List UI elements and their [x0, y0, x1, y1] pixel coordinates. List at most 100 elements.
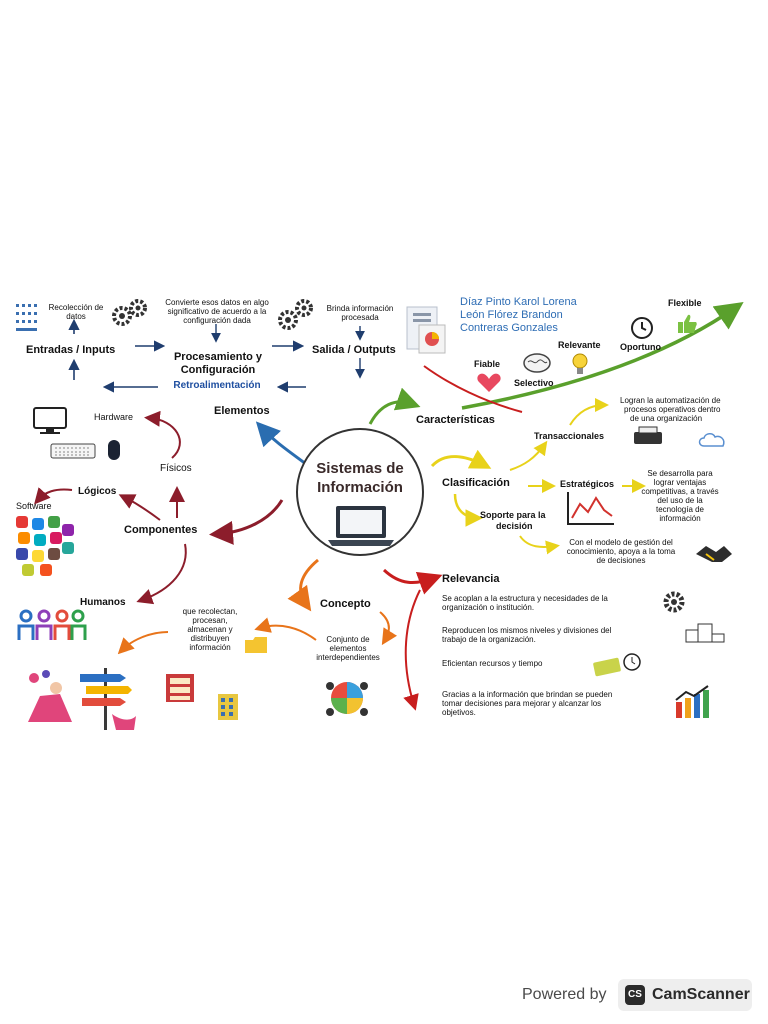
- gear-icon: [663, 591, 685, 613]
- soporte-note-line3: de decisiones: [596, 556, 646, 565]
- relevancia-item2-line1: Reproducen los mismos niveles y division…: [442, 626, 612, 635]
- arrow-note-to-humanos-note: [254, 617, 317, 641]
- salida-label: Salida / Outputs: [312, 344, 396, 356]
- arrow-to-logicos: [118, 494, 161, 521]
- brain-icon: [523, 353, 551, 373]
- arrow-logicos-to-software: [34, 487, 73, 505]
- elementos-label: Elementos: [214, 405, 270, 417]
- estr-note-line4: del uso de la: [657, 496, 703, 505]
- podium-icon: [685, 623, 725, 643]
- filing-cabinet-icon: [166, 674, 194, 702]
- soporte-label-line2: decisión: [496, 521, 533, 531]
- estrategicos-label: Estratégicos: [560, 479, 615, 489]
- handshake-icon: [696, 546, 732, 562]
- arrow-concepto-to-note: [379, 611, 398, 646]
- arrow-to-elementos: [255, 421, 307, 466]
- concepto-note-line3: interdependientes: [316, 653, 380, 662]
- building-icon: [218, 694, 238, 720]
- relevancia-item4-line3: objetivos.: [442, 708, 476, 717]
- arrow-to-soporte: [453, 493, 483, 527]
- estr-note-line6: información: [659, 514, 701, 523]
- estr-note-line1: Se desarrolla para: [647, 469, 713, 478]
- keyboard-icon: [50, 443, 96, 459]
- printer-icon: [634, 426, 662, 444]
- bar-growth-icon: [675, 685, 709, 718]
- concepto-label: Concepto: [320, 598, 371, 610]
- arrow-to-transaccionales: [509, 440, 548, 471]
- soporte-label-line1: Soporte para la: [480, 510, 546, 520]
- soporte-note-line1: Con el modelo de gestión del: [569, 538, 673, 547]
- app-icons-icon: [16, 516, 74, 576]
- humanos-note-line4: distribuyen: [190, 634, 230, 643]
- people-icon: [17, 609, 87, 640]
- proc-note-line2: significativo de acuerdo a la: [167, 307, 267, 316]
- retro-label: Retroalimentación: [173, 380, 261, 391]
- arrow-to-caracteristicas: [368, 387, 421, 425]
- author-2: León Flórez Brandon: [460, 309, 563, 321]
- monitor-icon: [33, 407, 67, 434]
- clock-icon: [631, 317, 653, 339]
- folder-icon: [245, 637, 267, 653]
- author-3: Contreras Gonzales: [460, 322, 558, 334]
- relevancia-label: Relevancia: [442, 573, 500, 585]
- relevancia-item1-line2: organización o institución.: [442, 603, 535, 612]
- arrow-to-humanos: [136, 543, 187, 605]
- arrow-to-concepto: [287, 558, 319, 612]
- estr-note-line5: tecnología de: [655, 505, 705, 514]
- caracteristicas-label: Características: [416, 414, 495, 426]
- proc-note-line1: Convierte esos datos en algo: [165, 298, 269, 307]
- software-label: Software: [16, 501, 52, 511]
- arrow-to-relevancia: [382, 568, 443, 595]
- heart-icon: [477, 373, 501, 392]
- caract-fiable: Fiable: [474, 359, 501, 369]
- trans-note-line3: de una organización: [630, 414, 703, 423]
- estr-note-line3: competitivas, a través: [641, 487, 719, 496]
- fisicos-label: Físicos: [160, 463, 192, 474]
- humanos-note-line1: que recolectan,: [182, 607, 238, 616]
- trans-note-line2: procesos operativos dentro: [624, 405, 721, 414]
- gears-icon-2: [278, 299, 313, 330]
- hardware-label: Hardware: [94, 412, 134, 422]
- soporte-note-line2: conocimiento, apoya a la toma: [566, 547, 676, 556]
- trans-note-line1: Logran la automatización de: [620, 396, 721, 405]
- estr-note-line2: lograr ventajas: [653, 478, 707, 487]
- arrow-humanos-note-to-images: [117, 631, 169, 655]
- camscanner-logo-icon: CS: [625, 985, 645, 1005]
- clasificacion-label: Clasificación: [442, 477, 510, 489]
- caract-relevante: Relevante: [558, 340, 601, 350]
- money-clock-icon: [593, 653, 641, 677]
- humanos-label: Humanos: [80, 597, 126, 608]
- red-underline: [423, 365, 523, 413]
- lightbulb-icon: [572, 353, 588, 374]
- entradas-label: Entradas / Inputs: [26, 344, 116, 356]
- puzzle-people-icon: [326, 682, 368, 716]
- arrow-relevancia-items: [403, 589, 421, 711]
- relevancia-item1-line1: Se acoplan a la estructura y necesidades…: [442, 594, 608, 603]
- proc-label-line2: Configuración: [180, 364, 256, 376]
- proc-note-line3: configuración dada: [183, 316, 251, 325]
- entradas-note-line1: Recolección de: [48, 303, 104, 312]
- thumbs-up-icon: [678, 314, 697, 333]
- camscanner-brand: CamScanner: [652, 986, 750, 1003]
- humanos-note-line2: procesan,: [192, 616, 228, 625]
- arrow-trans-to-note: [569, 398, 609, 426]
- entradas-note-line2: datos: [66, 312, 86, 321]
- center-title-line2: Información: [317, 479, 403, 496]
- transaccionales-label: Transaccionales: [534, 431, 605, 441]
- center-title-line1: Sistemas de: [316, 460, 404, 477]
- caract-oportuno: Oportuno: [620, 342, 661, 352]
- relevancia-item2-line2: trabajo de la organización.: [442, 635, 536, 644]
- author-1: Díaz Pinto Karol Lorena: [460, 296, 577, 308]
- proc-label-line1: Procesamiento y: [173, 351, 263, 363]
- gears-icon: [112, 299, 147, 326]
- line-chart-icon: [567, 492, 614, 525]
- arrow-to-componentes: [209, 499, 284, 545]
- powered-by-label: Powered by: [522, 986, 607, 1003]
- caract-selectivo: Selectivo: [514, 378, 554, 388]
- arrow-to-clasificacion: [430, 449, 492, 469]
- arrow-to-hardware: [144, 410, 181, 459]
- laptop-icon: [328, 506, 394, 546]
- report-document-icon: [406, 306, 446, 354]
- data-grid-icon: [16, 304, 37, 331]
- componentes-label: Componentes: [124, 524, 198, 536]
